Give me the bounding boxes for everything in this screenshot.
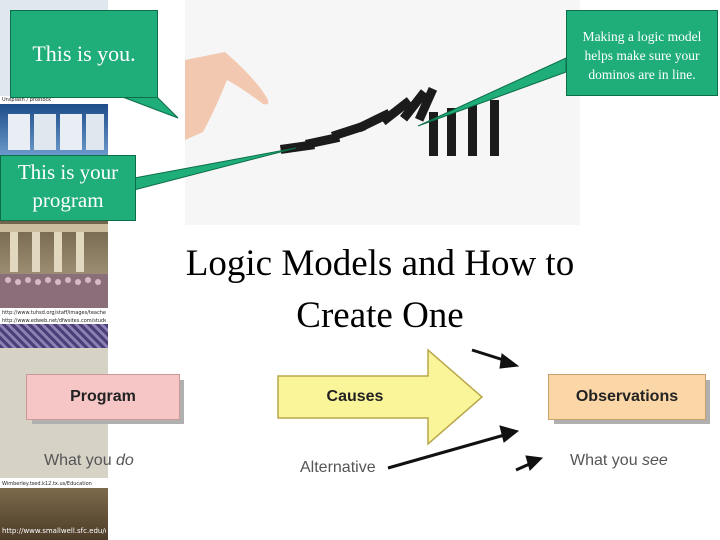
- observations-label: Observations: [575, 388, 679, 405]
- causes-arrow: [277, 348, 484, 446]
- see-text: see: [642, 452, 668, 469]
- what-you-see-label: What you see: [570, 452, 668, 470]
- alternative-label: Alternative: [300, 459, 376, 476]
- photo-doors: [0, 104, 108, 156]
- callout-logic-line3: dominos are in line.: [588, 67, 696, 82]
- arrow-bottom: [515, 455, 544, 472]
- causes-label: Causes: [326, 388, 384, 405]
- program-box: Program: [26, 374, 180, 420]
- photo-caption-url2: http://www.edweb.net/dfwsites.com/studen…: [2, 318, 106, 324]
- slide-title: Logic Models and How to Create One: [120, 238, 640, 342]
- callout-program-line1: This is your: [17, 160, 119, 184]
- arrow-top: [471, 348, 520, 369]
- callout-program-line2: program: [32, 188, 104, 212]
- building-image: [0, 224, 108, 308]
- what-you-text: What you: [44, 452, 117, 469]
- do-text: do: [116, 452, 134, 469]
- photo-pattern: [0, 324, 108, 348]
- photo-building: [0, 216, 108, 308]
- photo-caption-url3: Wimberley.tsed.k12.tx.us/Education: [2, 481, 92, 487]
- callout-this-is-you: This is you.: [10, 10, 158, 98]
- slide-title-line1: Logic Models and How to: [185, 243, 575, 284]
- what-you-text-2: What you: [570, 452, 643, 469]
- slide-title-line2: Create One: [296, 295, 464, 336]
- what-you-do-label: What you do: [44, 452, 134, 470]
- callout-logic-line1: Making a logic model: [582, 29, 702, 44]
- photo-caption-bottom: http://www.smallwell.sfc.edu/dy: [2, 527, 106, 535]
- doors-image: [8, 114, 104, 150]
- photo-caption-top: Unsplash / prostock: [2, 97, 52, 103]
- arrow-middle: [387, 425, 520, 470]
- callout-this-is-your-program: This is your program: [0, 155, 136, 221]
- hand-shape: [185, 52, 269, 140]
- photo-campus: [0, 488, 108, 540]
- photo-strip: Unsplash / prostock http://www.tuhsd.org…: [0, 0, 108, 540]
- program-label: Program: [70, 388, 136, 405]
- callout-you-text: This is you.: [32, 41, 136, 66]
- observations-box: Observations: [548, 374, 706, 420]
- domino-illustration: [185, 52, 499, 156]
- photo-caption-url1: http://www.tuhsd.org/staff/images/teache…: [2, 310, 106, 316]
- callout-logic-line2: helps make sure your: [584, 48, 700, 63]
- callout-logic-model: Making a logic model helps make sure you…: [566, 10, 718, 96]
